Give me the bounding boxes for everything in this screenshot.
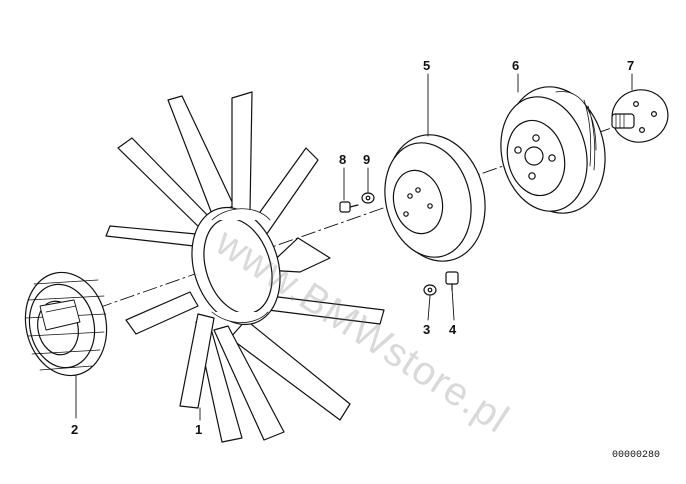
callout-9: 9: [363, 152, 371, 167]
washer-small-part: [361, 192, 375, 204]
viscous-clutch-part: [24, 271, 108, 377]
callout-4: 4: [449, 322, 457, 337]
callout-7: 7: [627, 58, 635, 73]
washer-part: [423, 284, 437, 296]
hub-part: [611, 89, 669, 143]
document-number: 00000280: [611, 450, 660, 461]
callout-5: 5: [423, 58, 431, 73]
callout-8: 8: [339, 152, 347, 167]
callout-6: 6: [512, 58, 520, 73]
fan-part: [105, 91, 385, 443]
callout-2: 2: [71, 422, 79, 437]
bolt-small-part: [339, 201, 359, 213]
fan-blades: [105, 91, 385, 443]
center-axis-line: [97, 117, 641, 309]
callout-1: 1: [195, 422, 203, 437]
belt-pulley-part: [500, 86, 606, 214]
callout-3: 3: [423, 322, 431, 337]
bolt-part: [445, 271, 459, 291]
pulley-part: [384, 134, 486, 262]
leader-lines: [75, 73, 633, 421]
fan-shroud-ring: [191, 206, 281, 326]
